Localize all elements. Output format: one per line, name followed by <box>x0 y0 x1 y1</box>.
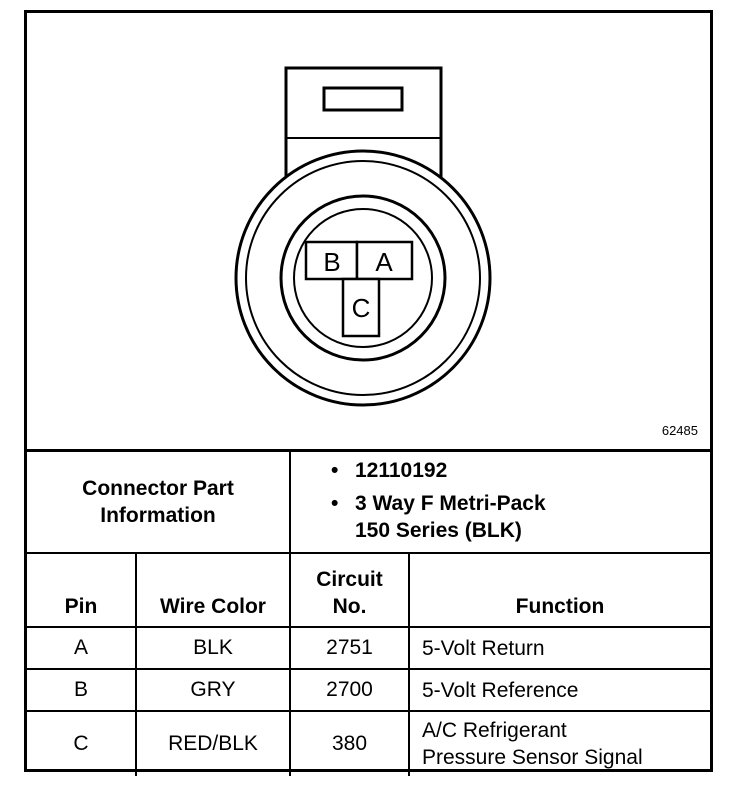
header-circuit-no: Circuit No. <box>289 552 410 628</box>
table-row: A BLK 2751 5-Volt Return <box>27 626 710 670</box>
pin-label-a: A <box>375 247 393 277</box>
header-pin: Pin <box>27 552 137 628</box>
connector-part-info-row: Connector Part Information 12110192 3 Wa… <box>27 452 710 554</box>
row-circuit: 2700 <box>289 668 410 712</box>
row-pin: C <box>27 710 137 776</box>
row-pin: B <box>27 668 137 712</box>
row-function: 5-Volt Return <box>408 626 710 670</box>
row-function: 5-Volt Reference <box>408 668 710 712</box>
connector-face-drawing: B A C <box>234 66 492 407</box>
part-description-item: 3 Way F Metri-Pack 150 Series (BLK) <box>331 490 710 544</box>
connector-second-ring <box>245 160 481 396</box>
row-function: A/C Refrigerant Pressure Sensor Signal <box>408 710 710 776</box>
table-row: B GRY 2700 5-Volt Reference <box>27 668 710 712</box>
connector-diagram-frame: B A C 62485 Connector Part Information 1… <box>24 10 713 776</box>
row-circuit: 380 <box>289 710 410 776</box>
row-pin: A <box>27 626 137 670</box>
table-row: C RED/BLK 380 A/C Refrigerant Pressure S… <box>27 710 710 776</box>
connector-part-info-values: 12110192 3 Way F Metri-Pack 150 Series (… <box>289 452 710 554</box>
header-function: Function <box>408 552 710 628</box>
connector-inner-ring <box>293 208 433 348</box>
connector-latch-housing <box>284 66 443 185</box>
connector-latch-slot <box>322 86 404 112</box>
pin-label-c: C <box>352 293 371 323</box>
connector-part-info-label: Connector Part Information <box>27 452 291 554</box>
row-wire-color: RED/BLK <box>135 710 291 776</box>
row-wire-color: GRY <box>135 668 291 712</box>
part-number-item: 12110192 <box>331 457 710 484</box>
connector-third-ring <box>279 194 447 362</box>
header-wire-color: Wire Color <box>135 552 291 628</box>
figure-number: 62485 <box>661 423 698 438</box>
terminal-cavity-c <box>341 277 381 338</box>
row-circuit: 2751 <box>289 626 410 670</box>
connector-pinout-table: Connector Part Information 12110192 3 Wa… <box>27 452 710 776</box>
pin-label-b: B <box>323 247 340 277</box>
table-header-row: Pin Wire Color Circuit No. Function <box>27 552 710 628</box>
connector-illustration: B A C 62485 <box>27 13 710 452</box>
terminal-cavity-a <box>355 240 414 281</box>
row-wire-color: BLK <box>135 626 291 670</box>
